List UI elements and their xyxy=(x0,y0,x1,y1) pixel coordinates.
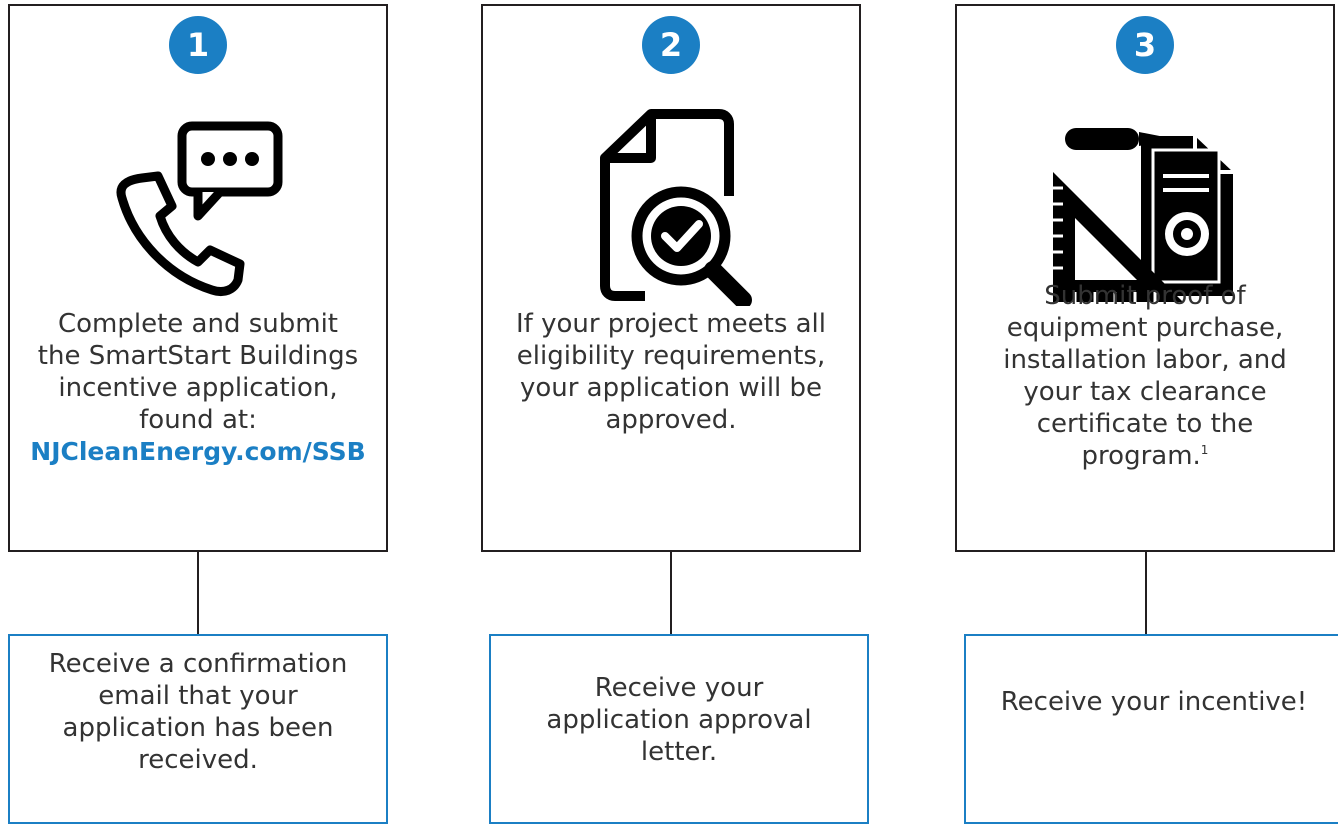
step-1-result-text: Receive a confirmation email that your a… xyxy=(48,649,348,775)
step-2-connector xyxy=(670,552,672,634)
step-2-number-badge: 2 xyxy=(642,16,700,74)
step-1-result-box: Receive a confirmation email that your a… xyxy=(8,634,388,824)
step-3-box: 3 Submit proof of equipment purchase, in… xyxy=(955,4,1335,552)
footnote-marker: 1 xyxy=(1200,443,1209,457)
step-1-box: 1 Complete and submit the SmartStart Bui… xyxy=(8,4,388,552)
step-3-connector xyxy=(1145,552,1147,634)
step-1-description: Complete and submit the SmartStart Build… xyxy=(20,308,376,468)
ssb-link[interactable]: NJCleanEnergy.com/SSB xyxy=(30,437,366,466)
step-3-description: Submit proof of equipment purchase, inst… xyxy=(1003,281,1287,471)
step-3-number-badge: 3 xyxy=(1116,16,1174,74)
step-1-number-badge: 1 xyxy=(169,16,227,74)
step-3-result-box: Receive your incentive! xyxy=(964,634,1338,824)
step-2-result-text: Receive your application approval letter… xyxy=(546,673,812,767)
step-3-result-text: Receive your incentive! xyxy=(1000,687,1308,717)
step-1-connector xyxy=(197,552,199,634)
step-2-box: 2 If your project meets all eligibility … xyxy=(481,4,861,552)
step-2-result-box: Receive your application approval letter… xyxy=(489,634,869,824)
document-search-check-icon xyxy=(600,109,752,306)
step-2-description: If your project meets all eligibility re… xyxy=(515,309,827,435)
phone-chat-icon xyxy=(116,121,283,297)
installation-documents-icon xyxy=(1053,128,1233,302)
